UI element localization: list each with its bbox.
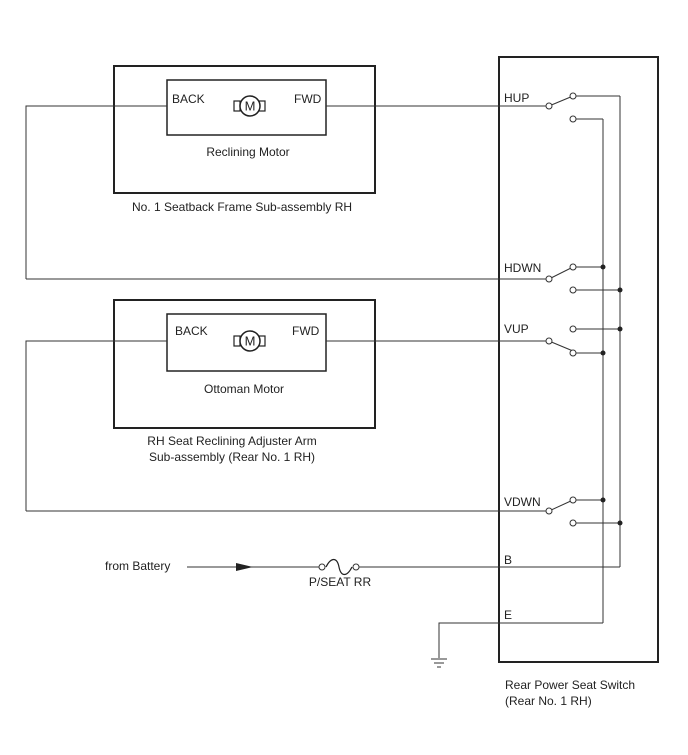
switch-name-line1: Rear Power Seat Switch bbox=[505, 678, 635, 692]
reclining-motor-icon: M bbox=[233, 95, 266, 117]
recliner-motor-symbol: M bbox=[245, 99, 256, 114]
adjuster-arm-name-line2: Sub-assembly (Rear No. 1 RH) bbox=[149, 450, 315, 464]
switch-contacts bbox=[545, 92, 577, 527]
switch-hdwn-label: HDWN bbox=[504, 261, 541, 275]
switch-box bbox=[498, 56, 659, 663]
adjuster-arm-name-line1: RH Seat Reclining Adjuster Arm bbox=[147, 434, 316, 448]
switch-name-line2: (Rear No. 1 RH) bbox=[505, 694, 592, 708]
ottoman-motor-box bbox=[166, 313, 327, 372]
wiring bbox=[25, 95, 621, 658]
junction-dots bbox=[600, 264, 623, 526]
recliner-fwd-label: FWD bbox=[294, 92, 322, 106]
battery-arrow-icon bbox=[236, 563, 253, 571]
reclining-motor-name: Reclining Motor bbox=[206, 145, 289, 159]
switch-e-label: E bbox=[504, 608, 512, 622]
seatback-frame-box bbox=[113, 65, 376, 194]
switch-vup-label: VUP bbox=[504, 322, 529, 336]
seatback-frame-name: No. 1 Seatback Frame Sub-assembly RH bbox=[132, 200, 352, 214]
fuse-label: P/SEAT RR bbox=[309, 575, 372, 589]
ottoman-back-label: BACK bbox=[175, 324, 208, 338]
ottoman-motor-icon: M bbox=[233, 330, 266, 352]
switch-hup-label: HUP bbox=[504, 91, 529, 105]
ottoman-fwd-label: FWD bbox=[292, 324, 320, 338]
switch-b-label: B bbox=[504, 553, 512, 567]
ottoman-motor-symbol: M bbox=[245, 334, 256, 349]
fuse-icon bbox=[318, 558, 360, 576]
reclining-motor-box bbox=[166, 79, 327, 136]
ottoman-motor-name: Ottoman Motor bbox=[204, 382, 284, 396]
ground-icon bbox=[431, 658, 447, 668]
switch-vdwn-label: VDWN bbox=[504, 495, 541, 509]
battery-label: from Battery bbox=[105, 559, 170, 573]
adjuster-arm-box bbox=[113, 299, 376, 429]
recliner-back-label: BACK bbox=[172, 92, 205, 106]
